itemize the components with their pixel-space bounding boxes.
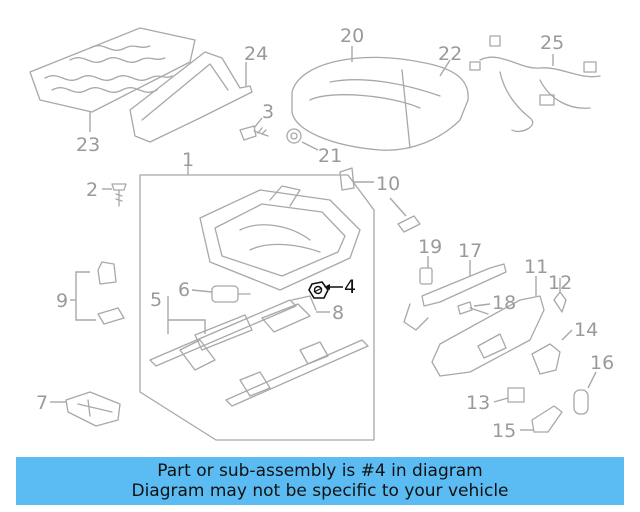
part-24-trim-panel xyxy=(129,51,253,143)
part-15-knob xyxy=(531,405,563,433)
part-25-wiring-harness xyxy=(469,35,601,133)
part-12-clip xyxy=(553,291,567,313)
label-3: 3 xyxy=(262,101,274,123)
part-23-seat-heater-mat xyxy=(29,27,196,113)
label-21: 21 xyxy=(318,145,342,167)
part-7-switch xyxy=(65,391,121,427)
label-11: 11 xyxy=(524,256,548,278)
label-17: 17 xyxy=(458,240,482,262)
label-18: 18 xyxy=(492,292,516,314)
banner-line-1: Part or sub-assembly is #4 in diagram xyxy=(157,461,483,481)
label-16: 16 xyxy=(590,352,614,374)
banner-line-2: Diagram may not be specific to your vehi… xyxy=(131,481,509,501)
part-14-switch xyxy=(531,343,561,375)
label-20: 20 xyxy=(340,25,364,47)
part-17-side-bracket xyxy=(403,263,507,331)
part-11-side-cover xyxy=(431,295,545,377)
part-21-clip xyxy=(286,128,302,144)
part-8-motor xyxy=(261,295,317,333)
label-9: 9 xyxy=(56,290,68,312)
part-info-banner: Part or sub-assembly is #4 in diagram Di… xyxy=(16,457,624,505)
part-20-seat-cushion xyxy=(291,56,469,151)
part-18-bolt xyxy=(457,301,489,315)
label-6: 6 xyxy=(178,279,190,301)
label-5: 5 xyxy=(150,289,162,311)
label-25: 25 xyxy=(540,32,564,54)
part-3-bolt xyxy=(239,125,269,141)
label-2: 2 xyxy=(86,179,98,201)
label-24: 24 xyxy=(244,43,268,65)
label-10: 10 xyxy=(376,173,400,195)
label-13: 13 xyxy=(466,392,490,414)
part-9-bracket xyxy=(97,261,125,325)
parts-diagram: 1 2 3 4 5 6 7 8 9 10 11 12 13 14 15 16 1… xyxy=(29,25,614,442)
label-23: 23 xyxy=(76,134,100,156)
label-19: 19 xyxy=(418,236,442,258)
label-15: 15 xyxy=(492,420,516,442)
label-12: 12 xyxy=(548,272,572,294)
label-1: 1 xyxy=(182,149,194,171)
part-1-seat-frame xyxy=(199,185,361,291)
label-14: 14 xyxy=(574,319,598,341)
part-4-nut xyxy=(308,281,329,299)
part-16-knob xyxy=(573,389,589,415)
part-13-switch xyxy=(507,387,525,403)
part-19-connector xyxy=(419,267,433,285)
part-2-screw xyxy=(111,183,127,207)
part-5-seat-rails xyxy=(149,299,369,407)
label-22: 22 xyxy=(438,43,462,65)
label-4: 4 xyxy=(344,276,356,298)
label-7: 7 xyxy=(36,392,48,414)
part-6-motor xyxy=(211,285,251,303)
part-1-seat-frame-outline xyxy=(139,174,375,441)
label-8: 8 xyxy=(332,302,344,324)
part-10-bracket xyxy=(339,167,421,233)
